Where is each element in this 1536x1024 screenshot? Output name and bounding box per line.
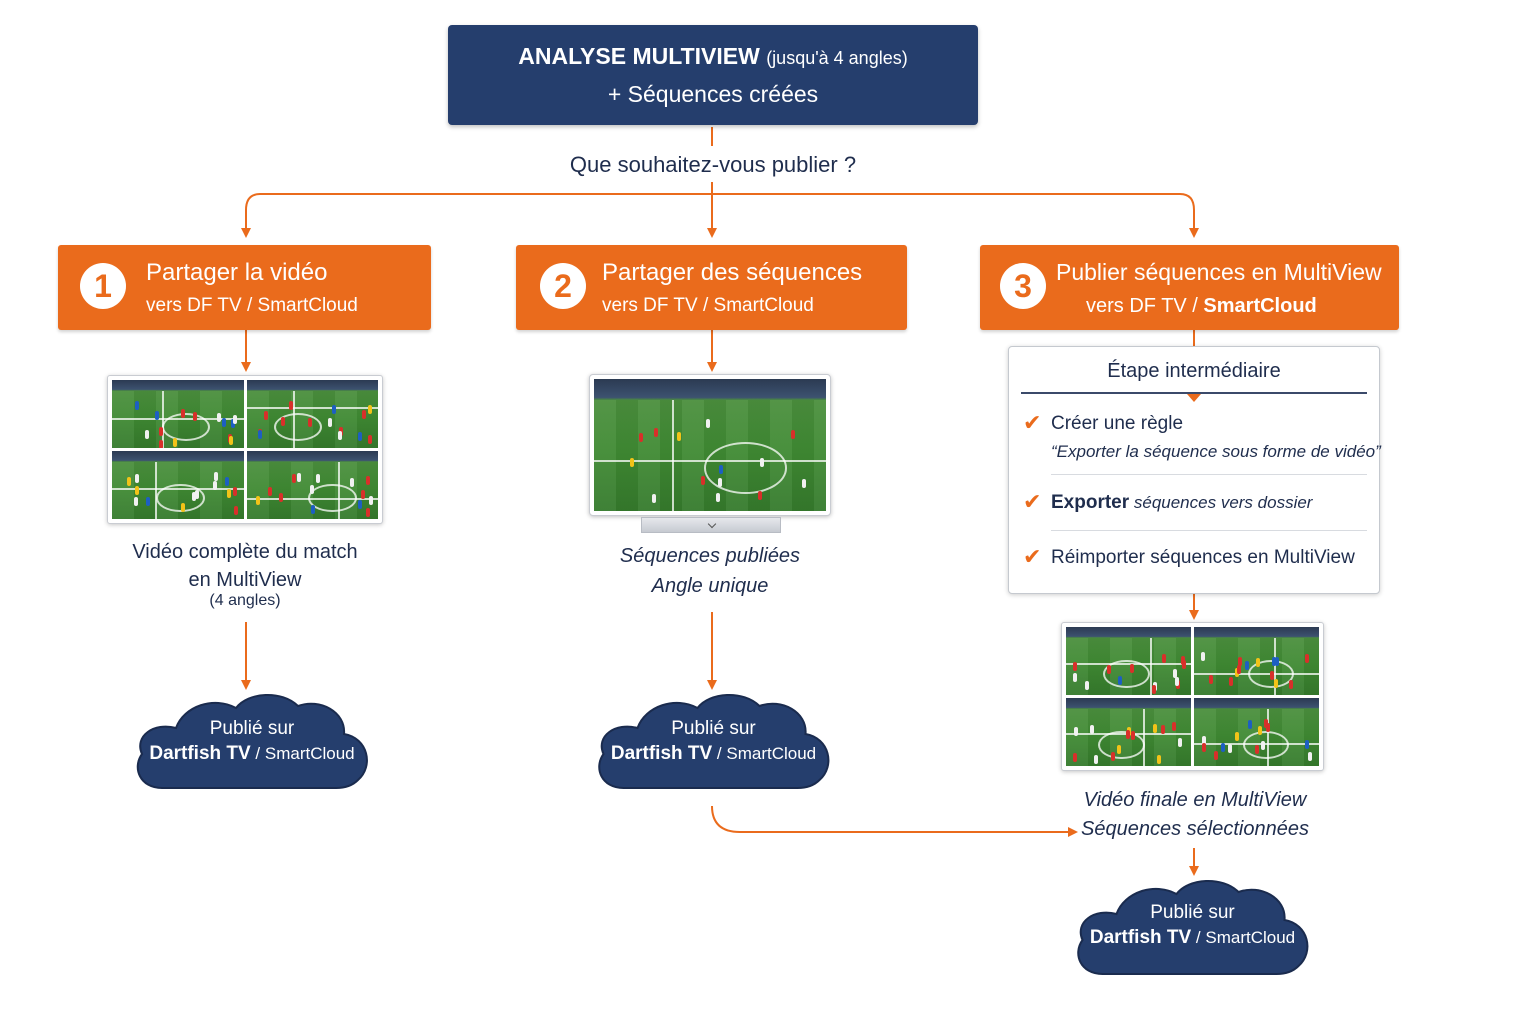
- caption-step3-title: Vidéo finale en MultiView: [1083, 789, 1307, 811]
- connector-to-step1: [241, 193, 261, 238]
- single-angle-video-frame: [594, 379, 826, 511]
- multiview-angle-thumbnail: [1194, 698, 1319, 766]
- step-1-box: 1 Partager la vidéo vers DF TV / SmartCl…: [58, 245, 431, 330]
- panel-item-rule-quote: “Exporter la séquence sous forme de vidé…: [1051, 442, 1381, 461]
- panel-item-export: Exporter séquences vers dossier: [1051, 492, 1313, 513]
- multiview-angle-thumbnail: [112, 451, 244, 519]
- multiview-grid-step1: [107, 375, 383, 524]
- caption-step1-note: (4 angles): [209, 592, 281, 609]
- panel-divider: [1021, 392, 1367, 394]
- monitor-icon: [589, 374, 831, 516]
- multiview-angle-thumbnail: [1066, 698, 1191, 766]
- panel-item-create-rule: Créer une règle: [1051, 413, 1184, 434]
- step-3-destination: vers DF TV / SmartCloud: [1086, 295, 1317, 317]
- question-text: Que souhaitez-vous publier ?: [569, 152, 857, 177]
- step-1-number: 1: [80, 263, 126, 309]
- connector-branch: [260, 182, 1180, 195]
- header-title: ANALYSE MULTIVIEW: [518, 43, 760, 69]
- cloud-icon: Publié sur Dartfish TV / SmartCloud: [592, 688, 835, 794]
- monitor-stand: [641, 517, 781, 533]
- panel-pointer: [1187, 394, 1201, 402]
- header-subtitle: + Séquences créées: [607, 81, 819, 107]
- header-title-note: (jusqu'à 4 angles): [766, 48, 908, 68]
- cloud-icon: Publié sur Dartfish TV / SmartCloud: [132, 688, 372, 794]
- caption-step1: Vidéo complète du match en MultiView: [132, 541, 358, 591]
- multiview-angle-thumbnail: [112, 380, 244, 448]
- step-2-destination: vers DF TV / SmartCloud: [602, 295, 814, 316]
- multiview-angle-thumbnail: [1066, 627, 1191, 695]
- panel-separator: [1051, 530, 1367, 531]
- cloud-icon: Publié sur Dartfish TV / SmartCloud: [1065, 874, 1320, 980]
- check-icon: ✔: [1023, 544, 1042, 569]
- step-3-number: 3: [1000, 263, 1046, 309]
- multiview-angle-thumbnail: [1194, 627, 1319, 695]
- cloud-label-step1: Publié sur Dartfish TV / SmartCloud: [149, 718, 355, 764]
- step-3-title: Publier séquences en MultiView: [1056, 259, 1382, 285]
- multiview-grid-step3: [1061, 622, 1324, 771]
- step-2-box: 2 Partager des séquences vers DF TV / Sm…: [516, 245, 907, 330]
- multiview-angle-thumbnail: [246, 451, 378, 519]
- panel-separator: [1051, 474, 1367, 475]
- step-1-destination: vers DF TV / SmartCloud: [146, 295, 358, 316]
- caption-step2-title: Séquences publiées: [619, 545, 801, 567]
- panel-title: Étape intermédiaire: [1107, 360, 1281, 382]
- step-2-title: Partager des séquences: [602, 259, 863, 286]
- connector-to-step3: [1179, 193, 1199, 238]
- connector-cloud2-step3: [711, 805, 1078, 837]
- header-title-line: ANALYSE MULTIVIEW (jusqu'à 4 angles): [448, 43, 978, 70]
- cloud-label-step3: Publié sur Dartfish TV / SmartCloud: [1089, 902, 1296, 948]
- panel-item-reimport: Réimporter séquences en MultiView: [1051, 547, 1355, 568]
- step-2-number: 2: [540, 263, 586, 309]
- check-icon: ✔: [1023, 410, 1042, 435]
- multiview-angle-thumbnail: [246, 380, 378, 448]
- intermediate-step-panel: Étape intermédiaire ✔ Créer une règle “E…: [1008, 346, 1381, 594]
- cloud-label-step2: Publié sur Dartfish TV / SmartCloud: [610, 718, 817, 764]
- check-icon: ✔: [1023, 489, 1042, 514]
- caption-step2-subtitle: Angle unique: [651, 575, 769, 597]
- step-3-box: 3 Publier séquences en MultiView vers DF…: [980, 245, 1399, 330]
- caption-step3-subtitle: Séquences sélectionnées: [1081, 818, 1309, 840]
- step-1-title: Partager la vidéo: [146, 259, 328, 286]
- analysis-header-box: ANALYSE MULTIVIEW (jusqu'à 4 angles) + S…: [448, 25, 978, 125]
